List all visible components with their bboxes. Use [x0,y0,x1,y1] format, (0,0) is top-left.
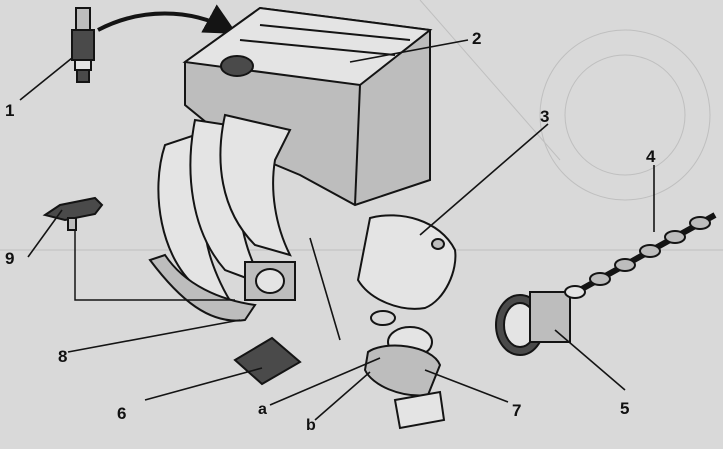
install-arrow [97,4,238,34]
part-6-bracket [233,336,302,386]
leader-lines [19,39,655,421]
callout-4: 4 [646,147,656,166]
callout-5: 5 [620,399,630,418]
part-2-cylinder-head [182,6,433,207]
callout-b: b [306,417,316,434]
callout-7: 7 [512,401,522,420]
sensor-wire [74,230,235,301]
part-7-throttle-body [363,326,446,430]
callout-8: 8 [58,347,68,366]
part-1-sensor [71,7,95,83]
callout-9: 9 [5,249,15,268]
part-8-intake-manifold [148,113,296,322]
callout-a: a [258,401,267,418]
part-9-sensor [42,196,104,231]
part-4-camshaft [578,212,717,293]
callout-6: 6 [117,404,127,423]
callout-1: 1 [5,101,15,120]
part-5-variator [495,285,586,356]
callout-2: 2 [472,29,482,48]
part-3-cover [356,214,457,326]
callout-3: 3 [540,107,550,126]
